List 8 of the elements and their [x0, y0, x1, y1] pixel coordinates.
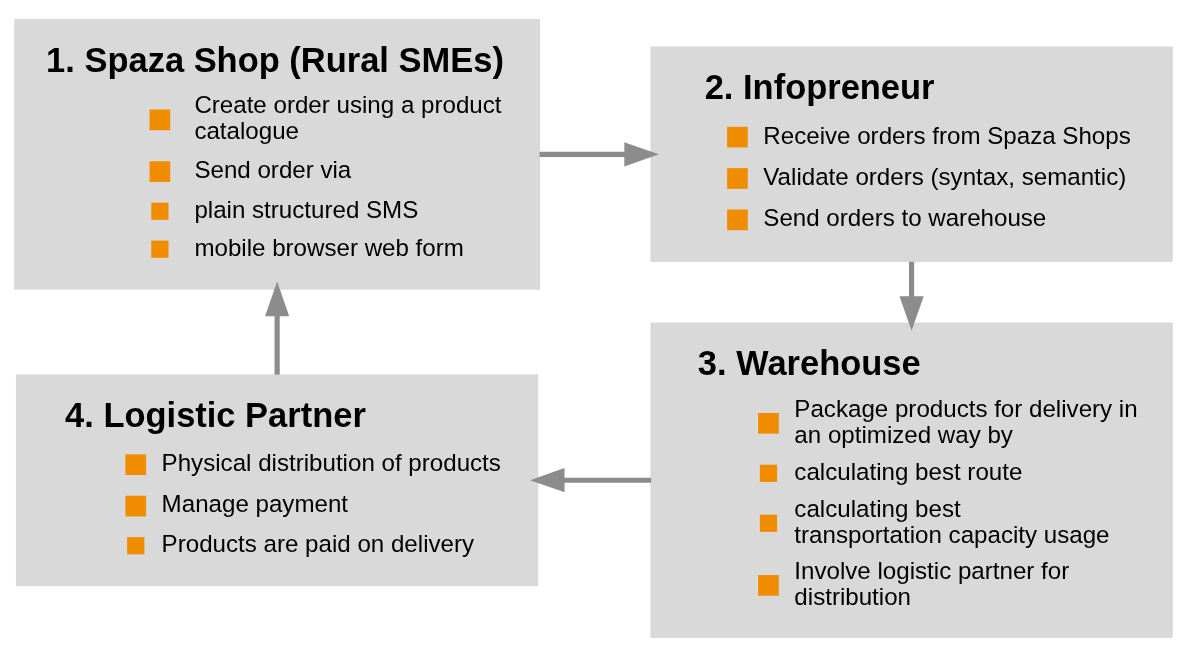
arrow: [899, 261, 924, 331]
node-box: 2. Infopreneur Receive orders from Spaza Shops Validate orders (syntax, semantic) Send orders to warehouse: [650, 46, 1173, 263]
arrow: [265, 281, 290, 375]
arrow: [539, 142, 659, 167]
arrow: [529, 468, 652, 493]
node-box: 1. Spaza Shop (Rural SMEs) Create order using a product catalogue Send order via plain structured SMS mobile browser web form: [14, 19, 541, 290]
node-box: 4. Logistic Partner Physical distribution of products Manage payment Products are paid on delivery: [15, 374, 539, 587]
node-box: 3. Warehouse Package products for delivery in an optimized way by calculating best route calculating best transportation capacity usage Involve logistic partner for distribution: [650, 322, 1173, 638]
